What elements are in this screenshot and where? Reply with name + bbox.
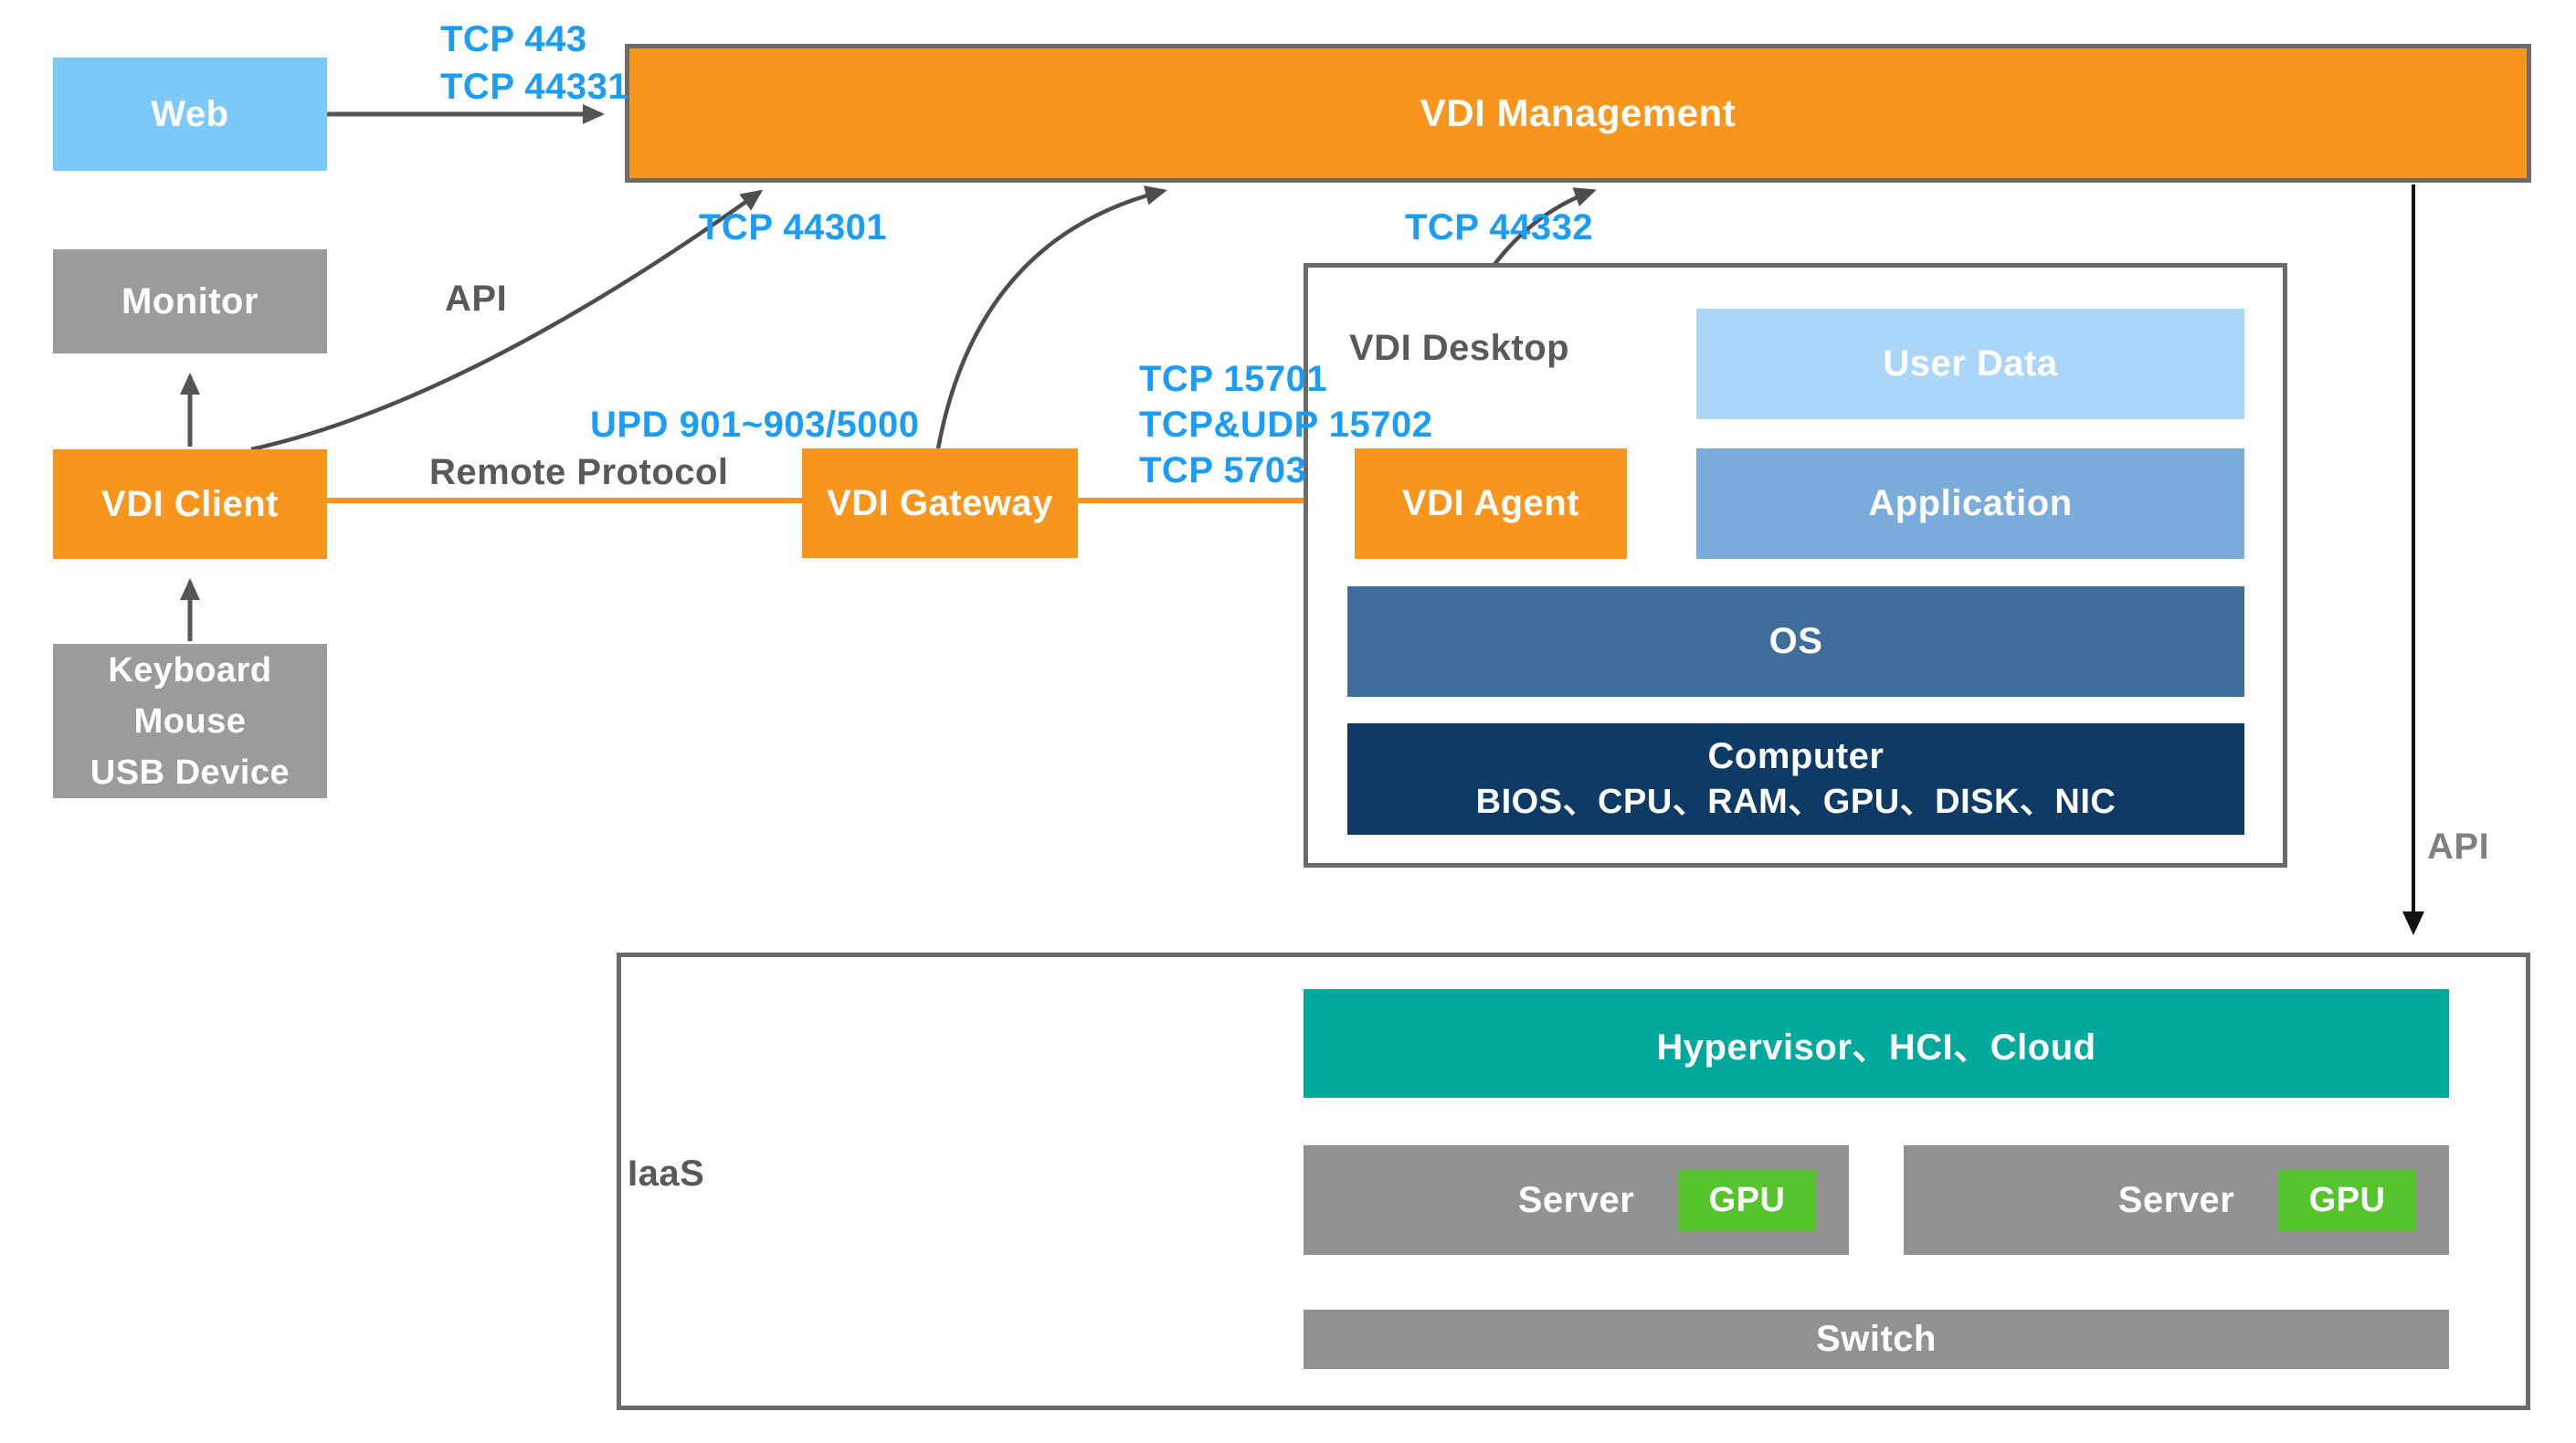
node-gpu-right-label: GPU — [2308, 1181, 2386, 1219]
node-server-left-label: Server — [1517, 1179, 1635, 1220]
api-label-right: API — [2427, 827, 2490, 867]
port-label-tcp-udp-15702: TCP&UDP 15702 — [1139, 405, 1433, 445]
port-label-tcp-15701: TCP 15701 — [1139, 359, 1328, 399]
peripherals-line-keyboard: Keyboard — [108, 650, 272, 690]
node-monitor-label: Monitor — [121, 280, 259, 321]
node-vdi-client: VDI Client — [53, 449, 327, 559]
port-label-tcp-443: TCP 443 — [440, 19, 587, 59]
port-label-tcp-5703: TCP 5703 — [1139, 450, 1307, 490]
node-os: OS — [1347, 586, 2244, 697]
node-server-left: Server GPU — [1304, 1145, 1849, 1255]
node-gpu-right: GPU — [2278, 1170, 2416, 1231]
node-web-label: Web — [151, 93, 229, 134]
node-web: Web — [53, 58, 327, 171]
port-label-tcp-44331: TCP 44331 — [440, 67, 629, 107]
node-user-data: User Data — [1696, 309, 2244, 419]
node-computer: Computer BIOS、CPU、RAM、GPU、DISK、NIC — [1347, 723, 2244, 835]
node-gpu-left-label: GPU — [1708, 1181, 1786, 1219]
peripherals-line-mouse: Mouse — [133, 701, 247, 741]
node-computer-components: BIOS、CPU、RAM、GPU、DISK、NIC — [1475, 783, 2117, 821]
node-user-data-label: User Data — [1883, 343, 2058, 384]
node-hypervisor: Hypervisor、HCI、Cloud — [1304, 989, 2449, 1098]
node-switch: Switch — [1304, 1310, 2449, 1369]
port-label-tcp-44332: TCP 44332 — [1405, 207, 1594, 248]
node-application: Application — [1696, 448, 2244, 559]
node-vdi-management-label: VDI Management — [1420, 91, 1737, 134]
node-vdi-gateway-label: VDI Gateway — [827, 482, 1053, 523]
node-monitor: Monitor — [53, 249, 327, 353]
curve-gateway-to-management — [935, 185, 1167, 449]
node-vdi-agent-label: VDI Agent — [1401, 483, 1580, 523]
node-computer-title: Computer — [1707, 736, 1884, 776]
node-hypervisor-label: Hypervisor、HCI、Cloud — [1656, 1027, 2096, 1068]
node-server-right: Server GPU — [1904, 1145, 2449, 1255]
remote-protocol-label: Remote Protocol — [429, 452, 729, 492]
vdi-desktop-title: VDI Desktop — [1349, 328, 1570, 368]
iaas-title: IaaS — [628, 1153, 705, 1194]
api-label-left: API — [445, 279, 508, 319]
node-application-label: Application — [1868, 483, 2073, 523]
node-os-label: OS — [1768, 621, 1823, 661]
port-label-udp-901-903-5000: UPD 901~903/5000 — [590, 405, 920, 445]
node-vdi-client-label: VDI Client — [101, 483, 279, 524]
node-vdi-gateway: VDI Gateway — [802, 448, 1078, 558]
node-server-right-label: Server — [2117, 1179, 2235, 1220]
node-switch-label: Switch — [1816, 1319, 1937, 1359]
node-gpu-left: GPU — [1678, 1170, 1816, 1231]
node-vdi-agent: VDI Agent — [1355, 448, 1627, 559]
peripherals-line-usb: USB Device — [90, 753, 290, 792]
node-peripherals: Keyboard Mouse USB Device — [53, 644, 327, 798]
node-vdi-management: VDI Management — [625, 44, 2531, 183]
port-label-tcp-44301: TCP 44301 — [699, 207, 888, 248]
